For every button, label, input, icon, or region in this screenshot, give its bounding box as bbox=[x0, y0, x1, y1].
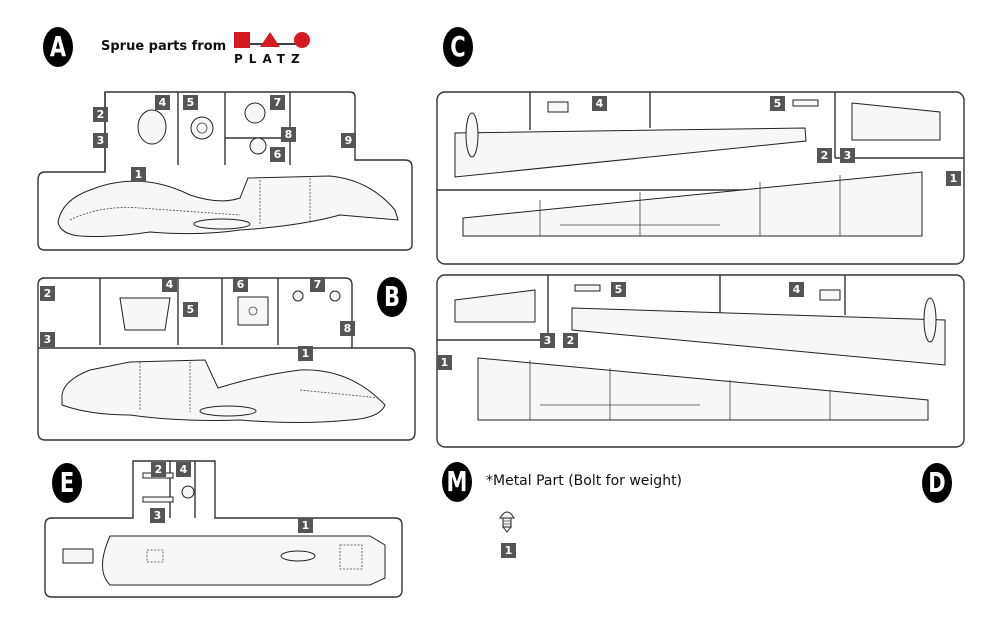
part-number-b2: 2 bbox=[40, 286, 55, 301]
sprue-b-part4-bay bbox=[119, 297, 171, 331]
sprue-c-frame bbox=[436, 91, 965, 265]
part-number-e4: 4 bbox=[176, 462, 191, 477]
sprue-b-frame bbox=[37, 277, 416, 441]
sprue-c-part1-wing-lower bbox=[462, 171, 923, 237]
part-number-a2: 2 bbox=[93, 107, 108, 122]
sprue-parts-label: Sprue parts from bbox=[101, 39, 227, 54]
sprue-m-badge: M bbox=[442, 462, 472, 502]
part-number-a5: 5 bbox=[183, 95, 198, 110]
part-number-d5: 5 bbox=[611, 282, 626, 297]
part-number-d4: 4 bbox=[789, 282, 804, 297]
part-number-d3: 3 bbox=[540, 333, 555, 348]
platz-logo-text: PLATZ bbox=[234, 52, 306, 66]
sprue-c-part5 bbox=[792, 99, 819, 107]
sprue-a-part6-engine-rear bbox=[249, 137, 267, 155]
part-number-c2: 2 bbox=[817, 148, 832, 163]
part-number-b3: 3 bbox=[40, 332, 55, 347]
part-number-a3: 3 bbox=[93, 133, 108, 148]
sprue-d-part1-wing-lower bbox=[477, 357, 929, 421]
part-number-a7: 7 bbox=[270, 95, 285, 110]
sprue-b-badge: B bbox=[377, 277, 407, 317]
part-number-c3: 3 bbox=[840, 148, 855, 163]
part-number-e3: 3 bbox=[150, 508, 165, 523]
part-number-a8: 8 bbox=[281, 127, 296, 142]
part-number-b8: 8 bbox=[340, 321, 355, 336]
sprue-e-part3 bbox=[142, 496, 174, 503]
part-number-a6: 6 bbox=[270, 147, 285, 162]
sprue-e-frame bbox=[44, 460, 403, 598]
sprue-e-fuselage-bottom bbox=[102, 535, 386, 586]
sprue-a-intake bbox=[193, 218, 251, 230]
part-number-e2: 2 bbox=[151, 462, 166, 477]
sprue-d-part3-tail bbox=[454, 289, 536, 323]
sprue-b-fuselage-half bbox=[61, 359, 386, 423]
sprue-b-intake bbox=[199, 405, 257, 417]
sprue-d-frame bbox=[436, 274, 965, 448]
sprue-e-badge: E bbox=[52, 463, 82, 503]
sprue-a-part7-ring bbox=[244, 102, 266, 124]
part-number-b7: 7 bbox=[310, 277, 325, 292]
sprue-c-badge: C bbox=[443, 27, 473, 67]
part-number-b5: 5 bbox=[183, 302, 198, 317]
sprue-e-hatch bbox=[280, 550, 316, 562]
sprue-a-badge: A bbox=[43, 27, 73, 67]
sprue-b-part6-block bbox=[237, 296, 269, 326]
sprue-d-part4 bbox=[819, 289, 841, 301]
sprue-b-part7-wheel-b bbox=[329, 290, 341, 302]
sprue-a-part4-canopy bbox=[137, 109, 167, 145]
sprue-d-part-control-stick bbox=[923, 297, 937, 343]
sprue-b-part7-wheel-a bbox=[292, 290, 304, 302]
sprue-d-part5 bbox=[574, 284, 601, 292]
part-number-b6: 6 bbox=[233, 277, 248, 292]
part-number-c5: 5 bbox=[770, 96, 785, 111]
part-number-c4: 4 bbox=[592, 96, 607, 111]
part-number-a4: 4 bbox=[155, 95, 170, 110]
sprue-c-part3-tail bbox=[851, 102, 941, 141]
part-number-m1: 1 bbox=[501, 543, 516, 558]
sprue-a-frame bbox=[37, 91, 413, 251]
sprue-e-nose-part bbox=[62, 548, 94, 564]
part-number-b4: 4 bbox=[162, 277, 177, 292]
part-number-a1: 1 bbox=[131, 167, 146, 182]
sprue-c-part2-wing-upper bbox=[454, 127, 807, 178]
sprue-a-part5-engine-fan bbox=[190, 116, 214, 140]
sprue-d-badge: D bbox=[922, 463, 952, 503]
part-number-d2: 2 bbox=[563, 333, 578, 348]
platz-logo-mark bbox=[234, 32, 310, 48]
sprue-c-part-control-stick bbox=[465, 112, 479, 158]
part-number-c1: 1 bbox=[946, 171, 961, 186]
part-number-d1: 1 bbox=[437, 355, 452, 370]
sprue-d-part2-wing-upper bbox=[571, 307, 946, 366]
metal-part-caption: *Metal Part (Bolt for weight) bbox=[486, 473, 683, 489]
part-number-e1: 1 bbox=[298, 518, 313, 533]
part-number-b1: 1 bbox=[298, 346, 313, 361]
sprue-e-part4 bbox=[181, 485, 195, 499]
platz-logo: PLATZ bbox=[232, 30, 324, 70]
bolt-icon bbox=[499, 511, 515, 533]
part-number-a9: 9 bbox=[341, 133, 356, 148]
sprue-c-part4 bbox=[547, 101, 569, 113]
